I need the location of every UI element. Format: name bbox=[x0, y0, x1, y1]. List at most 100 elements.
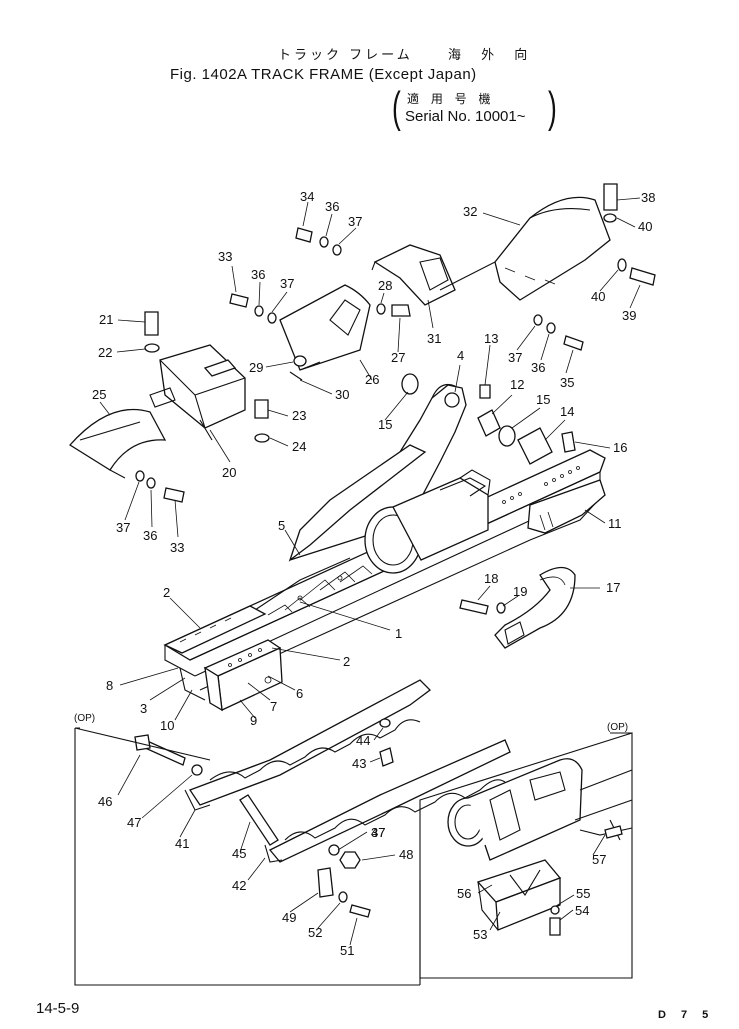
bolt-51 bbox=[349, 904, 371, 918]
callout-42: 42 bbox=[232, 878, 246, 893]
callout-37b: 37 bbox=[348, 214, 362, 229]
page-number: 14-5-9 bbox=[36, 1000, 80, 1017]
callout-28: 28 bbox=[378, 278, 392, 293]
option-tag-left: (OP) bbox=[74, 713, 95, 724]
callout-20: 20 bbox=[222, 465, 236, 480]
drawing-header: トラック フレーム 海 外 向 Fig. 1402A TRACK FRAME (… bbox=[0, 0, 739, 140]
callout-31: 31 bbox=[427, 331, 441, 346]
callout-12: 12 bbox=[510, 377, 524, 392]
callout-33b: 33 bbox=[170, 540, 184, 555]
callout-43: 43 bbox=[352, 756, 366, 771]
nut-48 bbox=[339, 851, 361, 869]
close-paren: ) bbox=[548, 83, 557, 132]
japanese-part-title: トラック フレーム bbox=[278, 48, 413, 63]
callout-10: 10 bbox=[160, 718, 174, 733]
callout-19: 19 bbox=[513, 584, 527, 599]
callout-2a: 2 bbox=[163, 585, 170, 600]
callout-36c: 36 bbox=[143, 528, 157, 543]
callout-51: 51 bbox=[340, 943, 354, 958]
callout-numbers: 1 2 2 3 4 5 6 7 8 9 10 11 12 13 14 15 15… bbox=[92, 189, 655, 958]
callout-32: 32 bbox=[463, 204, 477, 219]
callout-7: 7 bbox=[270, 699, 277, 714]
callout-57: 57 bbox=[592, 852, 606, 867]
leader-lines bbox=[99, 197, 641, 946]
callout-15b: 15 bbox=[536, 392, 550, 407]
callout-53: 53 bbox=[473, 927, 487, 942]
washer-47a bbox=[191, 764, 203, 776]
callout-35: 35 bbox=[560, 375, 574, 390]
callout-23: 23 bbox=[292, 408, 306, 423]
callout-30: 30 bbox=[335, 387, 349, 402]
callout-47a: 47 bbox=[127, 815, 141, 830]
callout-54: 54 bbox=[575, 903, 589, 918]
callout-17: 17 bbox=[606, 580, 620, 595]
bolt-46 bbox=[134, 734, 186, 766]
callout-48: 48 bbox=[399, 847, 413, 862]
cover-26 bbox=[279, 284, 371, 371]
callout-5: 5 bbox=[278, 518, 285, 533]
model-code: D 7 5 bbox=[658, 1009, 715, 1021]
callout-14: 14 bbox=[560, 404, 574, 419]
callout-18: 18 bbox=[484, 571, 498, 586]
callout-37a: 37 bbox=[280, 276, 294, 291]
callout-27: 27 bbox=[391, 350, 405, 365]
callout-40a: 40 bbox=[638, 219, 652, 234]
guard-17 bbox=[494, 566, 576, 649]
callout-4: 4 bbox=[457, 348, 464, 363]
figure-title: Fig. 1402A TRACK FRAME (Except Japan) bbox=[170, 66, 477, 83]
callout-22: 22 bbox=[98, 345, 112, 360]
cover-31 bbox=[371, 244, 456, 306]
option-box-right bbox=[419, 732, 633, 979]
callout-6: 6 bbox=[296, 686, 303, 701]
callout-36a: 36 bbox=[251, 267, 265, 282]
callout-37e: 37 bbox=[371, 825, 385, 840]
bolt-43 bbox=[379, 747, 394, 767]
washer-47b bbox=[328, 844, 340, 856]
callout-3: 3 bbox=[140, 701, 147, 716]
shield-25 bbox=[69, 408, 167, 479]
callout-34: 34 bbox=[300, 189, 314, 204]
option-tag-right: (OP) bbox=[607, 722, 628, 733]
serial-range: Serial No. 10001~ bbox=[405, 108, 526, 125]
option-box-left bbox=[74, 727, 421, 986]
callout-15a: 15 bbox=[378, 417, 392, 432]
callout-24: 24 bbox=[292, 439, 306, 454]
callout-39: 39 bbox=[622, 308, 636, 323]
callout-37c: 37 bbox=[116, 520, 130, 535]
callout-56: 56 bbox=[457, 886, 471, 901]
guard-rail-41 bbox=[184, 679, 431, 811]
callout-40b: 40 bbox=[591, 289, 605, 304]
pin-45 bbox=[239, 794, 279, 846]
callout-36b: 36 bbox=[325, 199, 339, 214]
callout-16: 16 bbox=[613, 440, 627, 455]
callout-37d: 37 bbox=[508, 350, 522, 365]
japanese-market-note: 海 外 向 bbox=[448, 48, 536, 63]
clip-49 bbox=[317, 867, 334, 898]
callout-9: 9 bbox=[250, 713, 257, 728]
bracket-box-20 bbox=[149, 344, 246, 441]
callout-25: 25 bbox=[92, 387, 106, 402]
track-frame-body bbox=[163, 383, 606, 712]
callout-8: 8 bbox=[106, 678, 113, 693]
washer-44 bbox=[379, 718, 391, 728]
applicable-serial-jp: 適 用 号 機 bbox=[407, 92, 495, 106]
callout-45: 45 bbox=[232, 846, 246, 861]
callout-52: 52 bbox=[308, 925, 322, 940]
callout-21: 21 bbox=[99, 312, 113, 327]
guard-rail-42 bbox=[264, 739, 511, 863]
callout-2b: 2 bbox=[343, 654, 350, 669]
callout-33a: 33 bbox=[218, 249, 232, 264]
callout-55: 55 bbox=[576, 886, 590, 901]
callout-47b: 47 bbox=[371, 825, 385, 840]
callout-36d: 36 bbox=[531, 360, 545, 375]
callout-26: 26 bbox=[365, 372, 379, 387]
callout-44: 44 bbox=[356, 733, 370, 748]
callout-41: 41 bbox=[175, 836, 189, 851]
callout-11: 11 bbox=[608, 516, 622, 531]
small-hardware bbox=[135, 183, 656, 615]
callout-38: 38 bbox=[641, 190, 655, 205]
plate-32 bbox=[439, 196, 611, 301]
open-paren: ( bbox=[392, 83, 401, 132]
callout-46: 46 bbox=[98, 794, 112, 809]
